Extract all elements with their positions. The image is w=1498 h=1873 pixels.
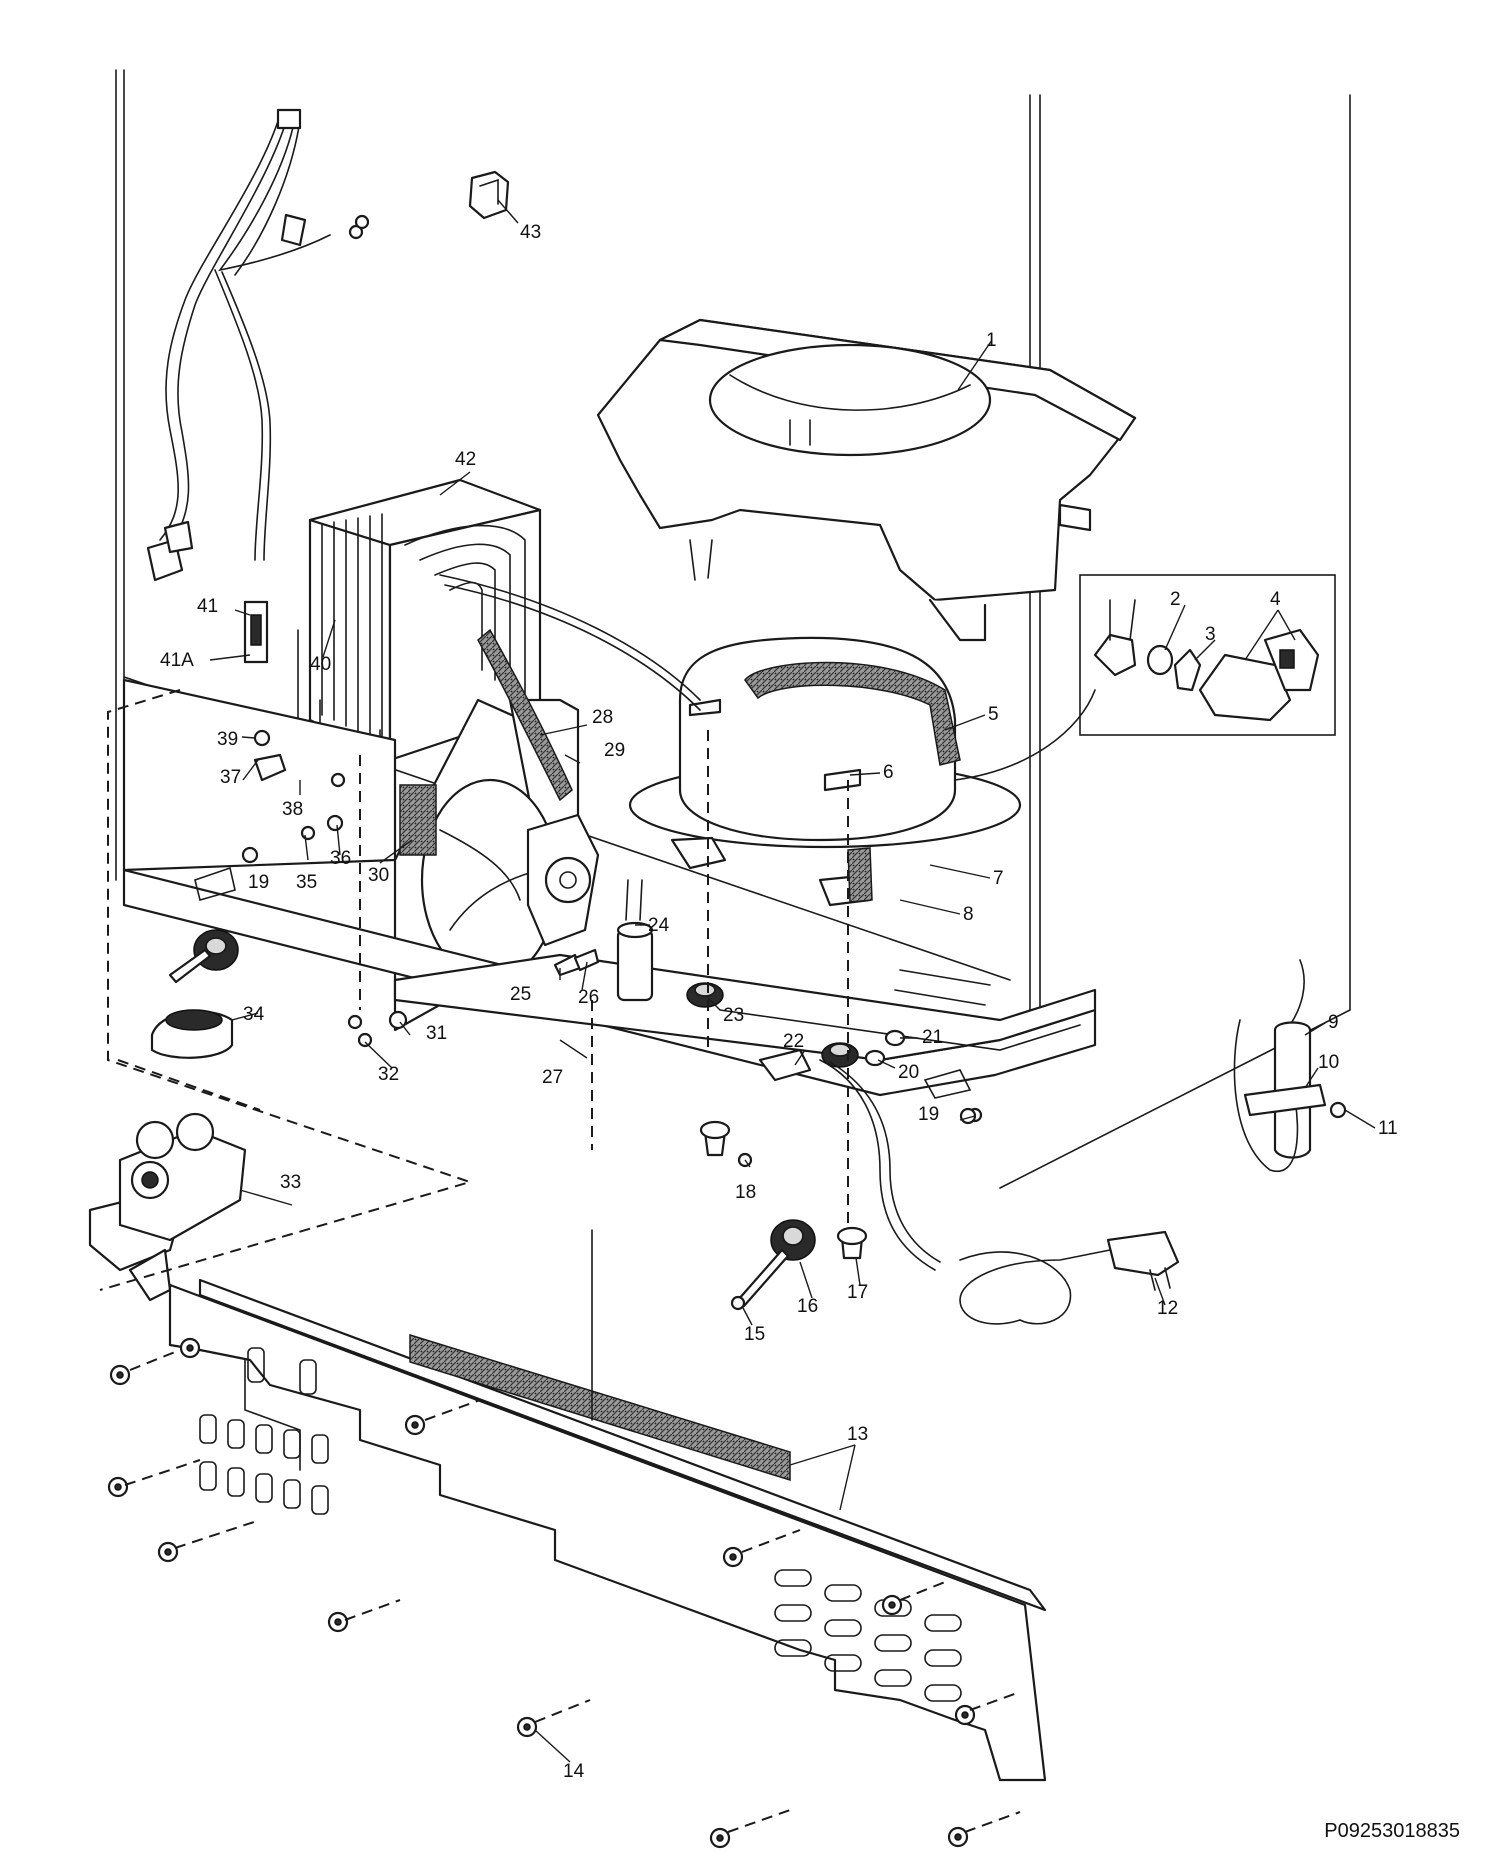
callout-20: 20 (898, 1062, 919, 1083)
part-23-grommet (686, 982, 906, 1068)
callout-18: 18 (735, 1182, 756, 1203)
callout-31: 31 (426, 1023, 447, 1044)
callout-23: 23 (723, 1005, 744, 1026)
callout-16: 16 (797, 1296, 818, 1317)
callout-17: 17 (847, 1282, 868, 1303)
part-5-compressor (628, 636, 1022, 907)
callout-41a: 41A (160, 650, 194, 671)
leader-lines (209, 199, 1376, 1763)
callout-19a: 19 (248, 872, 269, 893)
callout-40: 40 (310, 654, 331, 675)
callout-4: 4 (1270, 589, 1281, 610)
callout-6: 6 (883, 762, 894, 783)
callout-10: 10 (1318, 1052, 1339, 1073)
part-41-wiring-harness (146, 108, 370, 664)
part-42-condenser (297, 478, 542, 791)
callout-12: 12 (1157, 1298, 1178, 1319)
callout-33: 33 (280, 1172, 301, 1193)
callout-11: 11 (1378, 1118, 1398, 1139)
rear-panel-vents-left (199, 1347, 329, 1515)
part-33-water-valve (88, 1112, 247, 1302)
part-26-capacitor (553, 879, 654, 1002)
callout-13: 13 (847, 1424, 868, 1445)
part-43-clip (468, 170, 510, 220)
part-9-defrost-heater (1233, 959, 1347, 1173)
callout-27: 27 (542, 1067, 563, 1088)
callout-36: 36 (330, 848, 351, 869)
callout-5: 5 (988, 704, 999, 725)
assembly-dashed-lines (99, 689, 1021, 1833)
small-screws (241, 729, 977, 1125)
callout-28: 28 (592, 707, 613, 728)
rear-panel-vents-right (774, 1569, 962, 1702)
callout-41: 41 (197, 596, 218, 617)
callout-26: 26 (578, 987, 599, 1008)
callout-labels: 1 2 3 4 5 6 7 8 9 10 11 12 13 14 15 16 1… (160, 222, 1398, 1782)
part-34-adjustable-foot (150, 929, 239, 1059)
callout-24: 24 (648, 915, 670, 936)
callout-3: 3 (1205, 624, 1216, 645)
document-code: P09253018835 (1324, 1820, 1460, 1842)
part-13-rear-panel (168, 1278, 1047, 1782)
part-14-screws (107, 1337, 976, 1849)
callout-34: 34 (243, 1004, 265, 1025)
callout-8: 8 (963, 904, 974, 925)
callout-29: 29 (604, 740, 625, 761)
callout-7: 7 (993, 868, 1004, 889)
callout-37: 37 (220, 767, 241, 788)
part-12-power-cord (758, 1048, 1180, 1325)
detail-inset-box (1079, 574, 1336, 736)
callout-35: 35 (296, 872, 317, 893)
callout-38: 38 (282, 799, 303, 820)
callout-39: 39 (217, 729, 238, 750)
callout-22: 22 (783, 1031, 804, 1052)
callout-42: 42 (455, 449, 476, 470)
part-1-drip-tray (596, 318, 1137, 642)
callout-19b: 19 (918, 1104, 939, 1125)
callout-2: 2 (1170, 589, 1181, 610)
callout-14: 14 (563, 1761, 585, 1782)
callout-21: 21 (922, 1027, 943, 1048)
part-16-foot (699, 1107, 983, 1311)
callout-43: 43 (520, 222, 541, 243)
callout-30: 30 (368, 865, 389, 886)
refrigerant-line (439, 574, 1096, 781)
callout-1: 1 (986, 330, 997, 351)
callout-9: 9 (1328, 1012, 1339, 1033)
callout-25: 25 (510, 984, 531, 1005)
callout-15: 15 (744, 1324, 765, 1345)
callout-32: 32 (378, 1064, 399, 1085)
